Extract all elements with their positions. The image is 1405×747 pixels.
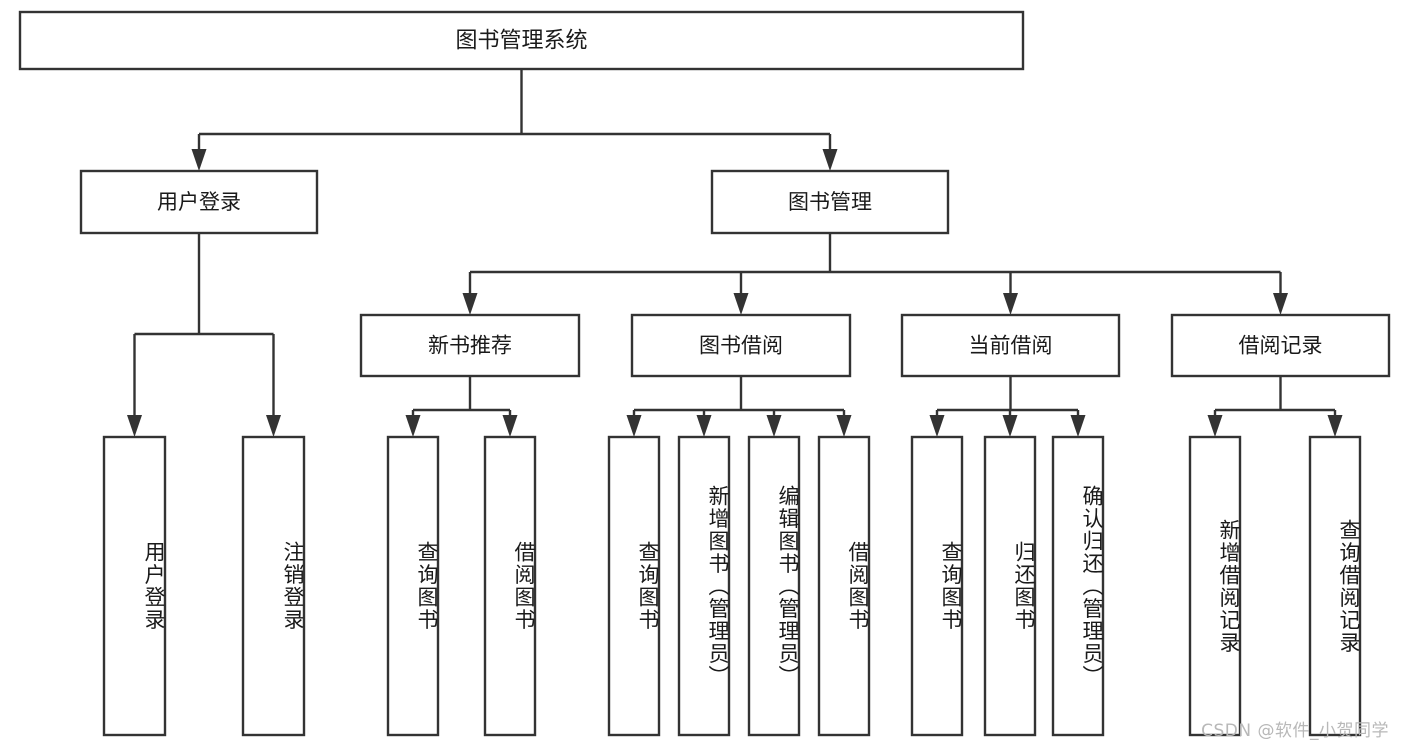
node-leaf-1[interactable] xyxy=(241,435,306,737)
edge-to-child-0-arrowhead xyxy=(626,415,642,437)
csdn-watermark: CSDN @软件_小贺同学 xyxy=(1201,721,1389,741)
edge-to-child-0-arrowhead xyxy=(929,415,945,437)
node-level3-label-0: 新书推荐 xyxy=(428,334,512,358)
node-leaf-5[interactable] xyxy=(677,435,731,737)
connectors-layer xyxy=(127,69,1343,437)
edge-to-child-1-arrowhead xyxy=(266,415,281,437)
node-leaf-6[interactable] xyxy=(747,435,801,737)
node-level3-1[interactable] xyxy=(630,313,852,378)
edge-to-child-2-arrowhead xyxy=(1070,415,1086,437)
node-leaf-2[interactable] xyxy=(386,435,440,737)
node-leaf-11[interactable] xyxy=(1188,435,1242,737)
node-level2-label-0: 用户登录 xyxy=(157,190,241,214)
node-leaf-10[interactable] xyxy=(1051,435,1105,737)
edge-to-child-2-arrowhead xyxy=(1003,293,1018,315)
edge-to-child-3-arrowhead xyxy=(1273,293,1288,315)
edge-to-child-0-arrowhead xyxy=(462,293,478,315)
node-level3-3[interactable] xyxy=(1170,313,1391,378)
node-boxes-layer xyxy=(18,10,1391,737)
edge-to-child-0-arrowhead xyxy=(1207,415,1223,437)
node-root-label: 图书管理系统 xyxy=(455,29,587,54)
node-leaf-3[interactable] xyxy=(483,435,537,737)
node-leaf-7[interactable] xyxy=(817,435,871,737)
edge-to-child-1-arrowhead xyxy=(822,149,838,171)
edge-to-child-0-arrowhead xyxy=(191,149,207,171)
node-level3-label-2: 当前借阅 xyxy=(969,334,1053,358)
node-level3-2[interactable] xyxy=(900,313,1121,378)
edge-to-child-2-arrowhead xyxy=(766,415,782,437)
node-leaf-9[interactable] xyxy=(983,435,1037,737)
node-level2-label-1: 图书管理 xyxy=(788,190,872,214)
node-level3-0[interactable] xyxy=(359,313,581,378)
edge-to-child-1-arrowhead xyxy=(733,293,749,315)
edge-to-child-1-arrowhead xyxy=(1327,415,1343,437)
node-level2-0[interactable] xyxy=(79,169,319,235)
node-level3-label-1: 图书借阅 xyxy=(699,334,783,358)
node-leaf-12[interactable] xyxy=(1308,435,1362,737)
edge-to-child-3-arrowhead xyxy=(836,415,852,437)
edge-to-child-0-arrowhead xyxy=(405,415,421,437)
node-leaf-4[interactable] xyxy=(607,435,661,737)
edge-to-child-1-arrowhead xyxy=(696,415,712,437)
node-leaf-0[interactable] xyxy=(102,435,167,737)
node-level3-label-3: 借阅记录 xyxy=(1239,334,1323,358)
edge-to-child-0-arrowhead xyxy=(127,415,142,437)
node-level2-1[interactable] xyxy=(710,169,950,235)
node-leaf-8[interactable] xyxy=(910,435,964,737)
edge-to-child-1-arrowhead xyxy=(1002,415,1018,437)
edge-to-child-1-arrowhead xyxy=(502,415,518,437)
node-root[interactable] xyxy=(18,10,1025,71)
